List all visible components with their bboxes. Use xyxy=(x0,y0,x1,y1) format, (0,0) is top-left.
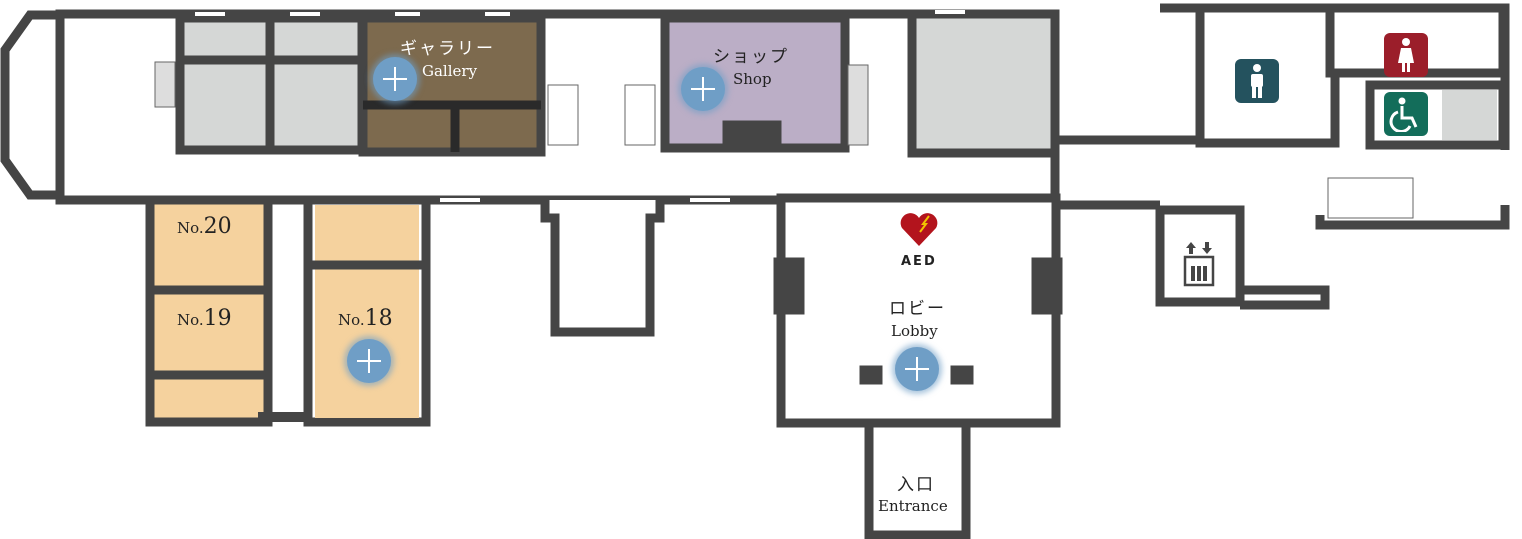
room-no20-label: No.20 xyxy=(177,214,232,239)
entrance-label-en: Entrance xyxy=(878,497,948,515)
gallery-label-en: Gallery xyxy=(422,62,478,80)
aed-heart-icon xyxy=(898,210,940,252)
guest-rooms-19-20 xyxy=(145,195,273,427)
room-no18-label: No.18 xyxy=(338,306,393,331)
storage-room-east xyxy=(907,9,1060,158)
mens-restroom-icon xyxy=(1235,59,1279,103)
accessible-restroom-icon xyxy=(1384,92,1428,136)
entrance-hall xyxy=(864,418,971,539)
shop-label-jp: ショップ xyxy=(713,47,789,67)
gallery-label-jp: ギャラリー xyxy=(400,39,495,59)
elevator-shaft xyxy=(1155,205,1245,307)
east-stairs xyxy=(1327,177,1414,219)
entrance-label-jp: 入口 xyxy=(897,475,935,495)
room-no19-prefix: No. xyxy=(177,311,204,329)
room-no18-number: 18 xyxy=(364,306,393,331)
aed-label: AED xyxy=(901,254,937,269)
shop-view-marker[interactable] xyxy=(681,67,725,111)
elevator-icon xyxy=(1183,240,1215,292)
room-18-view-marker[interactable] xyxy=(347,339,391,383)
room-no19-label: No.19 xyxy=(177,306,232,331)
shop-label-en: Shop xyxy=(733,70,772,88)
room-no20-prefix: No. xyxy=(177,219,204,237)
womens-restroom-icon xyxy=(1384,33,1428,77)
room-no20-number: 20 xyxy=(203,214,232,239)
lobby-label-jp: ロビー xyxy=(889,299,946,319)
room-no18-prefix: No. xyxy=(338,311,365,329)
room-no19-number: 19 xyxy=(203,306,232,331)
lobby-view-marker[interactable] xyxy=(895,347,939,391)
lobby-label-en: Lobby xyxy=(891,322,938,340)
gallery-view-marker[interactable] xyxy=(373,57,417,101)
